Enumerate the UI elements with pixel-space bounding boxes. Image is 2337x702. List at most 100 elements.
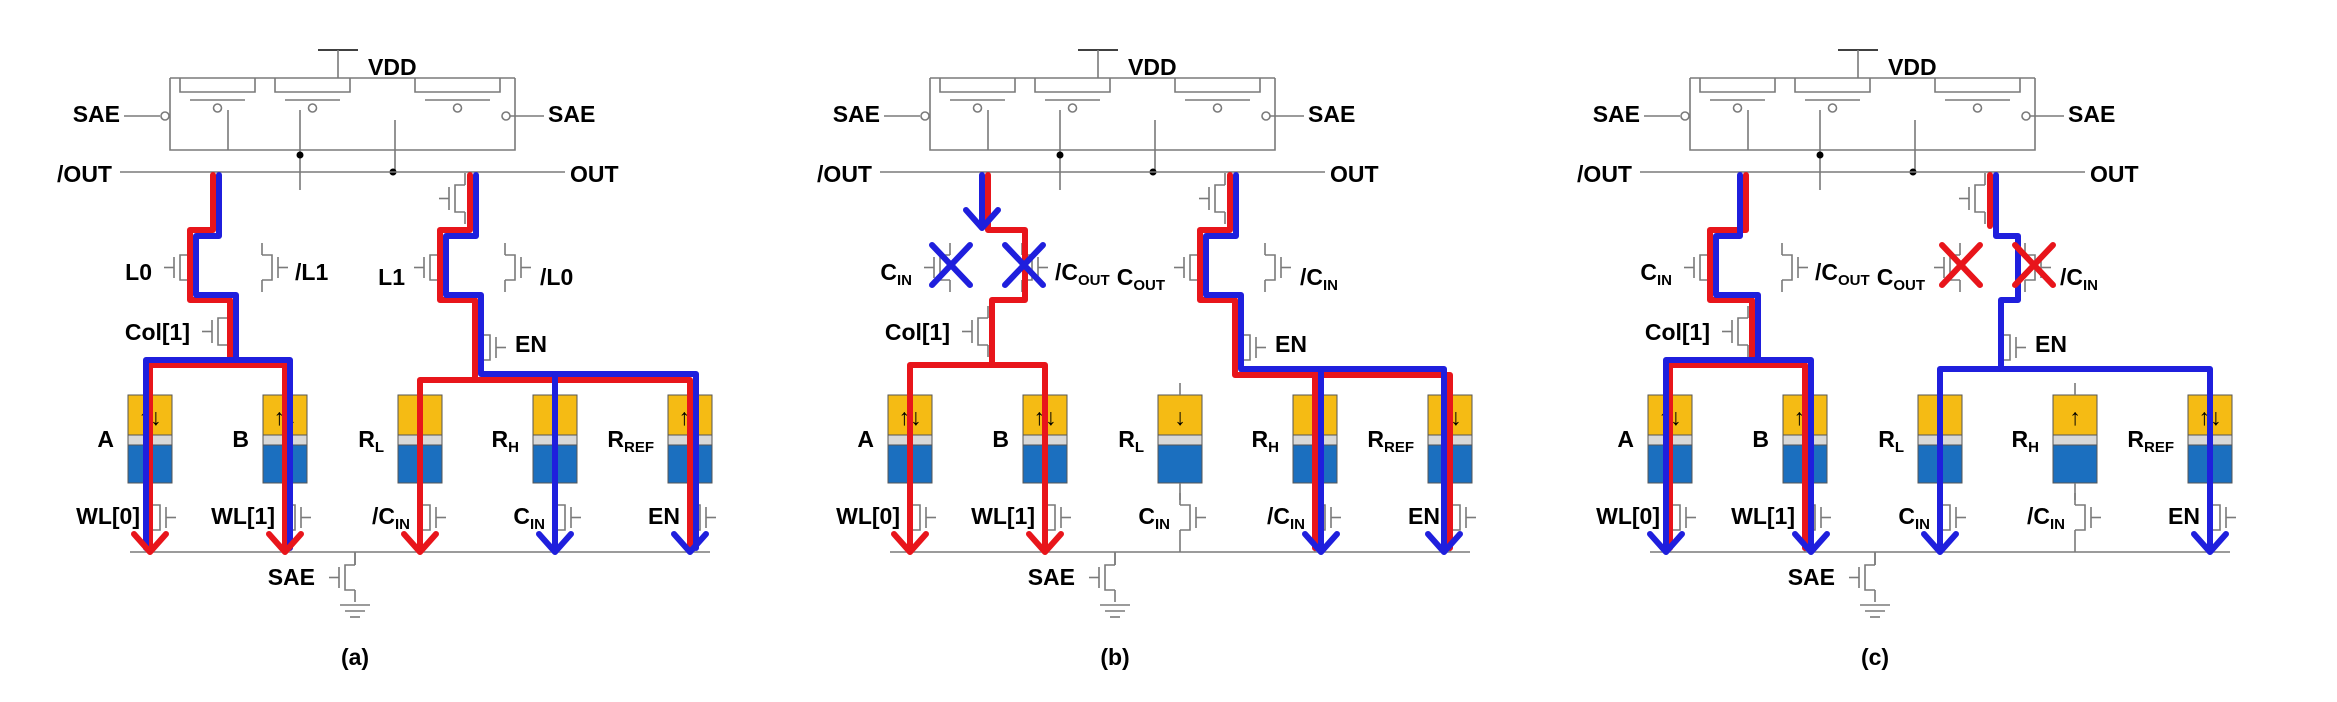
mtj-label-main: R (1118, 426, 1135, 452)
wire (1864, 564, 1875, 591)
wire (2075, 504, 2086, 531)
cross-coupled-nmos (1959, 173, 1986, 224)
gate-label-right-a-main: C (1877, 264, 1894, 290)
arrow-head (1792, 531, 1830, 555)
panel-caption: (b) (1100, 644, 1129, 670)
wire (1104, 564, 1115, 591)
wl-label-sub: IN (1915, 516, 1930, 533)
gate-label-left-b-sub: OUT (1838, 272, 1870, 289)
mtj-label-main: A (857, 426, 874, 452)
mtj-0: ↑↓AWL[0] (836, 383, 936, 552)
mtj-label-main: R (1252, 426, 1269, 452)
gate-label-right-b-sub: IN (1323, 277, 1338, 294)
wl-label-main: EN (1408, 503, 1440, 529)
gate-label-left-a: CIN (1640, 259, 1672, 289)
wire (1214, 184, 1225, 213)
sae-bottom-label: SAE (1028, 564, 1075, 590)
arrow-head (1921, 531, 1959, 555)
wire (1174, 78, 1261, 93)
gate-bubble (1827, 103, 1838, 113)
red-path (417, 172, 478, 551)
out-right-label: OUT (2090, 161, 2139, 187)
mtj-label: RREF (607, 426, 654, 456)
gate-bubble (972, 103, 983, 113)
sae-left-label: SAE (833, 101, 880, 127)
gate-bubble (501, 111, 511, 121)
mtj-0: ↑↓AWL[0] (1596, 383, 1696, 552)
blocked-cross (1002, 242, 1046, 288)
blue-path (1937, 172, 2021, 551)
wire (1189, 254, 1200, 281)
mtj-label: B (232, 426, 249, 452)
mtj-label-main: A (1617, 426, 1634, 452)
branch-nmos-left-a (924, 243, 951, 292)
tail-nmos (1849, 553, 1876, 602)
mtj-label-sub: REF (624, 439, 654, 456)
gate-bubble (1067, 103, 1078, 113)
gate-label-left-a: CIN (880, 259, 912, 289)
mtj-label: A (857, 426, 874, 452)
wl-label-main: EN (2168, 503, 2200, 529)
mtj-label-main: B (232, 426, 249, 452)
gate-label-left-b-main: /L1 (295, 259, 328, 285)
wl-label-main: EN (648, 503, 680, 529)
mtj-fixed-layer (2052, 444, 2098, 484)
branch-nmos-right-a (414, 243, 441, 292)
mtj-label: RH (1252, 426, 1279, 456)
wl-label: WL[0] (76, 503, 140, 529)
latch-box (929, 78, 1276, 151)
branch-nmos-left-b (261, 243, 288, 292)
mtj-label: RREF (1367, 426, 1414, 456)
wl-label-main: WL[1] (1731, 503, 1795, 529)
mtj-label: A (97, 426, 114, 452)
wl-label-main: /C (372, 503, 395, 529)
sae-left-label: SAE (73, 101, 120, 127)
out-left-label: /OUT (817, 161, 872, 187)
gate-label-right-b: /CIN (1300, 264, 1338, 294)
wire (1034, 78, 1111, 93)
gate-bubble (452, 103, 463, 113)
arrow-head (536, 531, 574, 555)
mtj-label: RH (492, 426, 519, 456)
sae-left-label: SAE (1593, 101, 1640, 127)
sae-right-label: SAE (548, 101, 595, 127)
col-label: Col[1] (885, 319, 950, 345)
wire (179, 254, 190, 281)
red-path (989, 362, 1048, 551)
branch-nmos-left-a (164, 243, 191, 292)
junction-dot (296, 151, 304, 159)
mtj-fixed-layer (1157, 444, 1203, 484)
wl-label-main: WL[1] (211, 503, 275, 529)
gate-label-left-a-sub: IN (1657, 272, 1672, 289)
mtj-barrier (2052, 434, 2098, 446)
gate-label-right-b: /CIN (2060, 264, 2098, 294)
mtj-label: RL (358, 426, 384, 456)
mtj-2: ↓RL/CIN (358, 383, 446, 552)
mtj-label-main: R (2127, 426, 2144, 452)
arrow-head (671, 531, 709, 555)
out-left-label: /OUT (57, 161, 112, 187)
gate-label-right-b-main: /L0 (540, 264, 573, 290)
branch-nmos-right-a (1174, 243, 1201, 292)
mtj-label-main: R (1878, 426, 1895, 452)
wl-label-main: /C (2027, 503, 2050, 529)
out-left-label: /OUT (1577, 161, 1632, 187)
arrow-head (1302, 531, 1340, 555)
red-path (907, 172, 1028, 551)
current-paths (1647, 172, 2229, 555)
gate-bubble (1680, 111, 1690, 121)
arrow-head (266, 531, 304, 555)
vdd-label: VDD (1128, 54, 1177, 80)
mtj-label-sub: L (1895, 439, 1904, 456)
sae-right-label: SAE (2068, 101, 2115, 127)
mtj-label-sub: H (508, 439, 519, 456)
wl-label-main: WL[0] (836, 503, 900, 529)
gate-bubble (2021, 111, 2031, 121)
red-path (147, 172, 233, 551)
gate-label-left-a-main: C (1640, 259, 1657, 285)
wire (2210, 504, 2221, 531)
arrow-head (1026, 531, 1064, 555)
wire (1934, 78, 2021, 93)
